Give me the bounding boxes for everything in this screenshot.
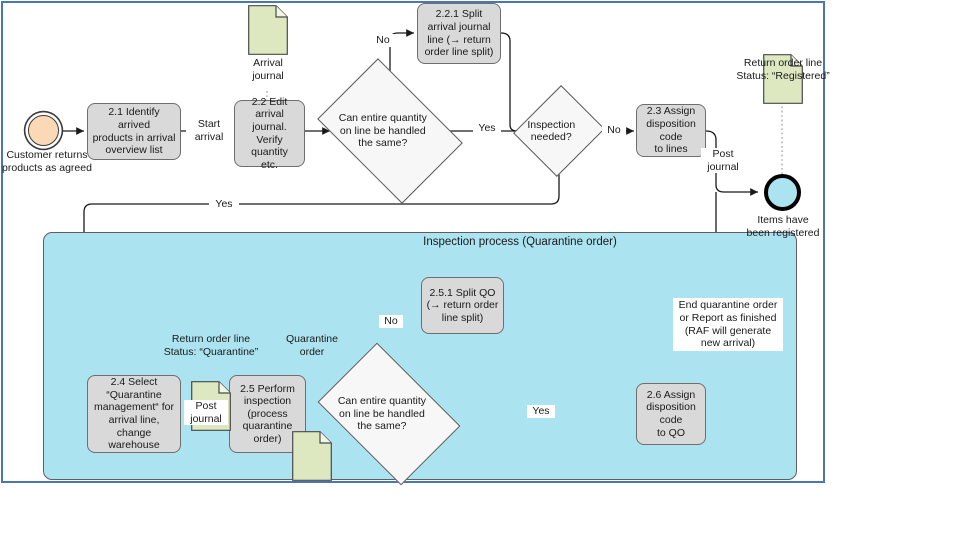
gateway-bottom-label: Can entire quantity on line be handled t… xyxy=(337,395,426,433)
task-2-4-label: 2.4 Select “Quarantine management“ for a… xyxy=(94,376,174,452)
document-quarantine-order xyxy=(292,431,332,481)
task-2-5-1-label: 2.5.1 Split QO (→ return order line spli… xyxy=(426,286,499,324)
gateway-inspection-needed[interactable]: Inspection needed? xyxy=(513,85,605,177)
edge-label-g3-yes: Yes xyxy=(527,405,555,418)
annotation-end-quarantine-order: End quarantine order or Report as finish… xyxy=(673,298,783,352)
gateway-top-label: Can entire quantity on line be handled t… xyxy=(338,112,427,150)
edge-label-post-journal-top: Post journal xyxy=(701,148,745,174)
task-2-2-1-label: 2.2.1 Split arrival journal line (→ retu… xyxy=(424,8,494,59)
document-icon xyxy=(292,431,332,481)
document-return-order-line-registered-caption: Return order line Status: “Registered” xyxy=(736,57,830,82)
document-quarantine-order-caption: Quarantine order xyxy=(286,333,338,358)
edge-label-g1-yes: Yes xyxy=(473,122,501,135)
task-2-5[interactable]: 2.5 Perform inspection (process quaranti… xyxy=(229,375,306,453)
edge-label-start-arrival: Start arrival xyxy=(186,118,232,144)
task-2-6[interactable]: 2.6 Assign disposition code to QO xyxy=(636,383,706,445)
start-event[interactable] xyxy=(28,115,59,146)
task-2-3[interactable]: 2.3 Assign disposition code to lines xyxy=(636,104,706,157)
edge-label-g2-no: No xyxy=(602,124,626,137)
gateway-inspection-label: Inspection needed? xyxy=(527,118,576,143)
task-2-2[interactable]: 2.2 Edit arrival journal. Verify quantit… xyxy=(234,96,305,171)
task-2-2-label: 2.2 Edit arrival journal. Verify quantit… xyxy=(251,95,288,171)
pool-title: Inspection process (Quarantine order) xyxy=(423,236,617,248)
end-event[interactable] xyxy=(764,174,801,211)
gateway-can-entire-quantity-bottom[interactable]: Can entire quantity on line be handled t… xyxy=(317,342,461,486)
edge-label-post-journal-bottom: Post journal xyxy=(184,400,228,426)
task-2-2-1[interactable]: 2.2.1 Split arrival journal line (→ retu… xyxy=(417,3,501,64)
document-return-order-line-quarantine-caption: Return order line Status: “Quarantine” xyxy=(163,333,259,358)
task-2-6-label: 2.6 Assign disposition code to QO xyxy=(646,388,696,439)
task-2-5-1[interactable]: 2.5.1 Split QO (→ return order line spli… xyxy=(421,277,504,334)
task-2-3-label: 2.3 Assign disposition code to lines xyxy=(646,105,696,156)
document-icon xyxy=(248,5,288,55)
edge-label-g2-yes: Yes xyxy=(209,198,239,211)
task-2-4[interactable]: 2.4 Select “Quarantine management“ for a… xyxy=(87,375,181,453)
gateway-can-entire-quantity-top[interactable]: Can entire quantity on line be handled t… xyxy=(317,58,463,204)
start-event-caption: Customer returns products as agreed xyxy=(2,149,92,174)
page-border xyxy=(1,1,825,483)
edge-label-g1-no: No xyxy=(372,34,394,47)
task-2-5-label: 2.5 Perform inspection (process quaranti… xyxy=(240,382,295,445)
edge-label-g3-no: No xyxy=(379,315,403,328)
task-2-1[interactable]: 2.1 Identify arrived products in arrival… xyxy=(87,103,181,160)
document-icon xyxy=(763,54,803,104)
document-arrival-journal-caption: Arrival journal xyxy=(252,57,284,82)
document-return-order-line-registered xyxy=(763,54,803,104)
end-event-caption: Items have been registered xyxy=(746,214,820,239)
task-2-1-label: 2.1 Identify arrived products in arrival… xyxy=(92,106,176,157)
document-arrival-journal xyxy=(248,5,288,55)
